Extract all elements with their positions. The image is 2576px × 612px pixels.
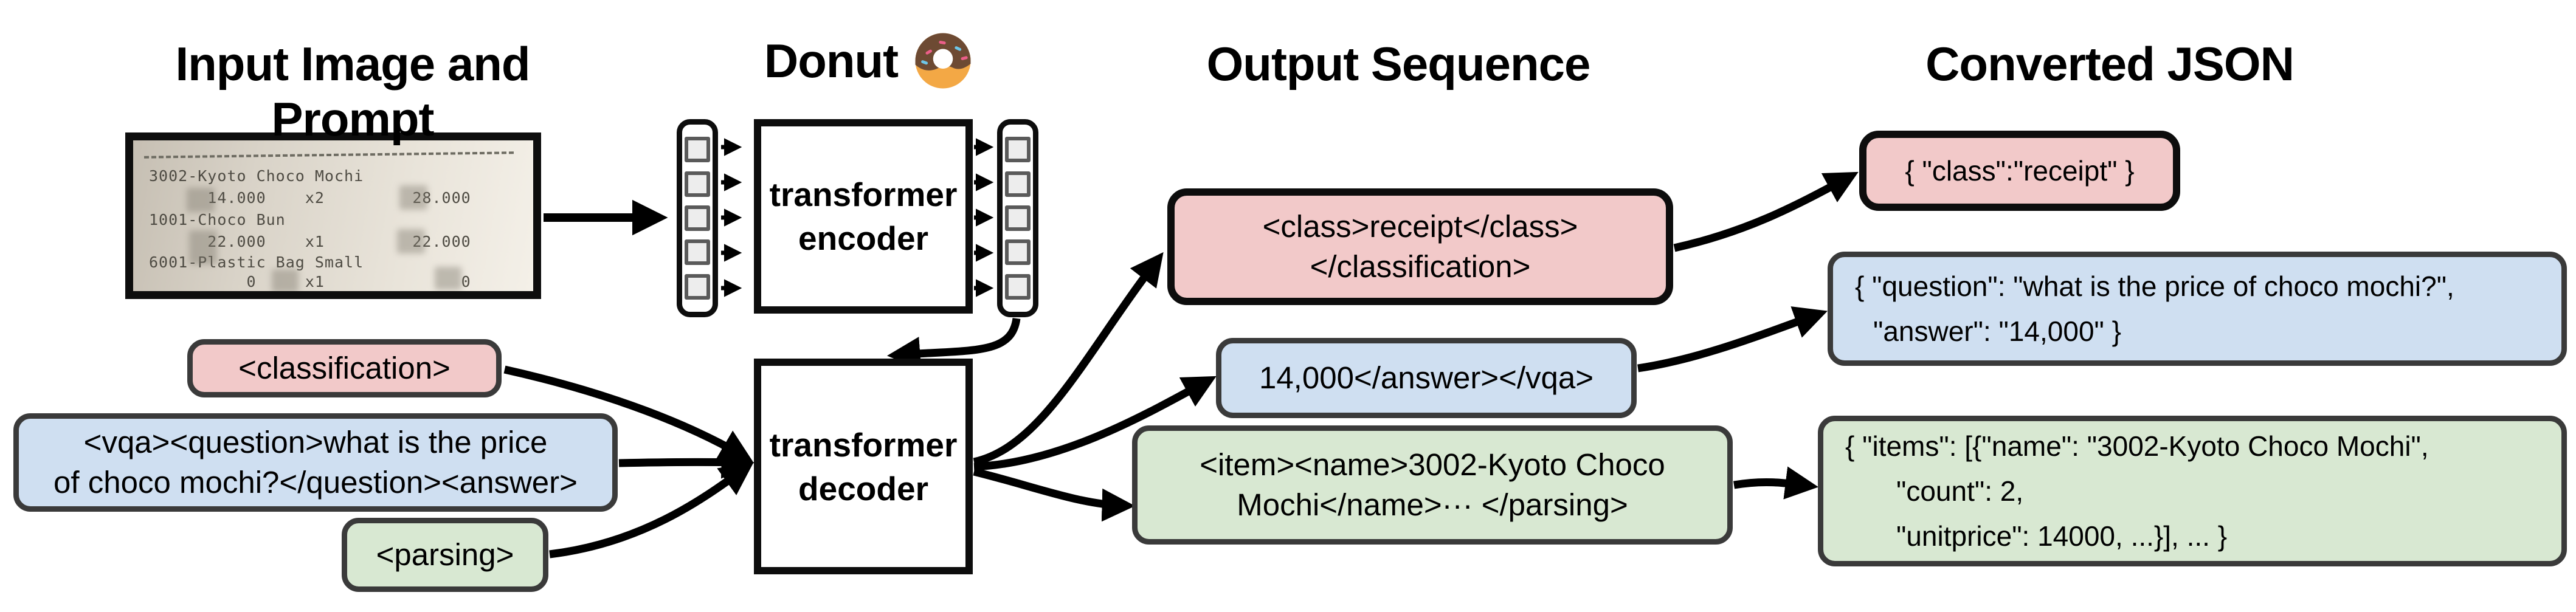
arrow-output-to-json-classification	[1673, 171, 1859, 252]
receipt-line-4: 22.000 x1 22.000	[149, 233, 471, 250]
output-parsing-box: <item><name>3002-Kyoto Choco Mochi</name…	[1132, 425, 1733, 545]
arrow-parsing-to-decoder	[549, 462, 754, 559]
receipt-line-3: 1001-Choco Bun	[149, 211, 286, 229]
arrow-decoder-to-output-classification	[973, 252, 1164, 466]
image-patch-token	[685, 171, 710, 197]
prompt-classification-box: <classification>	[187, 339, 502, 397]
output-parsing-line2: Mochi</name>··· </parsing>	[1237, 487, 1628, 522]
prompt-parsing-text: <parsing>	[376, 537, 514, 572]
output-vqa-box: 14,000</answer></vqa>	[1216, 338, 1637, 418]
receipt-redaction-patch	[187, 188, 215, 212]
json-classification-box: { "class":"receipt" }	[1859, 131, 2180, 211]
json-classification-text: { "class":"receipt" }	[1905, 155, 2135, 187]
output-classification-line2: </classification>	[1310, 249, 1531, 284]
image-patch-token	[685, 273, 710, 300]
prompt-vqa-text-line2: of choco mochi?</question><answer>	[54, 465, 578, 500]
receipt-redaction-patch	[397, 229, 425, 253]
decoder-label-line1: transformer	[769, 425, 958, 464]
arrow-decoder-to-output-parsing	[973, 467, 1136, 522]
image-patch-token	[685, 205, 710, 231]
receipt-paper: 3002-Kyoto Choco Mochi 14.000 x2 28.000 …	[133, 140, 533, 291]
output-classification-box: <class>receipt</class> </classification>	[1167, 188, 1673, 305]
embedding-token	[1005, 171, 1031, 197]
output-parsing-line1: <item><name>3002-Kyoto Choco	[1200, 447, 1665, 482]
encoder-output-embedding-column	[997, 119, 1038, 317]
title-converted-json: Converted JSON	[1925, 37, 2295, 91]
receipt-line-6: 0 x1 0	[149, 273, 471, 291]
donut-icon	[911, 29, 975, 92]
receipt-dashed-line-top	[143, 151, 514, 159]
json-parsing-line3: "unitprice": 14000, ...}], ... }	[1896, 520, 2228, 552]
json-vqa-line1: { "question": "what is the price of choc…	[1855, 270, 2454, 302]
arrow-output-to-json-parsing	[1733, 466, 1818, 500]
prompt-parsing-box: <parsing>	[342, 518, 548, 592]
encoder-input-patch-column	[677, 119, 718, 317]
embedding-token	[1005, 205, 1031, 231]
arrow-classification-to-decoder	[503, 365, 753, 462]
prompt-classification-text: <classification>	[238, 351, 451, 385]
prompt-vqa-box: <vqa><question>what is the price of choc…	[13, 413, 618, 512]
receipt-redaction-patch	[189, 230, 217, 264]
receipt-line-2: 14.000 x2 28.000	[149, 189, 471, 207]
receipt-line-1: 3002-Kyoto Choco Mochi	[149, 167, 364, 185]
encoder-label-line1: transformer	[769, 176, 958, 213]
receipt-line-5: 6001-Plastic Bag Small	[149, 253, 364, 271]
json-vqa-line2: "answer": "14,000" }	[1873, 315, 2122, 347]
embedding-token	[1005, 273, 1031, 300]
receipt-redaction-patch	[435, 267, 461, 290]
decoder-label-line2: decoder	[798, 469, 928, 507]
receipt-redaction-patch	[399, 185, 427, 210]
json-parsing-line1: { "items": [{"name": "3002-Kyoto Choco M…	[1845, 430, 2429, 462]
donut-title-label: Donut	[764, 33, 899, 88]
encoder-label-line2: encoder	[798, 219, 928, 257]
prompt-vqa-text-line1: <vqa><question>what is the price	[83, 425, 548, 459]
receipt-input-image: 3002-Kyoto Choco Mochi 14.000 x2 28.000 …	[125, 132, 541, 299]
json-vqa-box: { "question": "what is the price of choc…	[1828, 252, 2567, 366]
arrow-vqa-to-decoder	[618, 445, 755, 479]
embedding-token	[1005, 137, 1031, 163]
embedding-token	[1005, 239, 1031, 266]
title-donut: Donut	[699, 29, 1040, 92]
image-patch-token	[685, 137, 710, 163]
json-parsing-line2: "count": 2,	[1896, 475, 2024, 507]
transformer-decoder-box: transformer decoder	[754, 359, 973, 574]
arrow-encoder-to-decoder	[886, 317, 1021, 370]
transformer-encoder-box: transformer encoder	[754, 119, 973, 314]
arrow-decoder-to-output-vqa	[973, 376, 1217, 471]
image-patch-token	[685, 239, 710, 266]
receipt-redaction-patch	[272, 269, 299, 291]
json-parsing-box: { "items": [{"name": "3002-Kyoto Choco M…	[1818, 416, 2567, 566]
title-input-image-and-prompt: Input Image and Prompt	[175, 37, 530, 146]
output-classification-line1: <class>receipt</class>	[1262, 209, 1578, 244]
arrow-output-to-json-vqa	[1637, 306, 1828, 373]
output-vqa-text: 14,000</answer></vqa>	[1259, 360, 1594, 395]
title-output-sequence: Output Sequence	[1206, 37, 1591, 91]
